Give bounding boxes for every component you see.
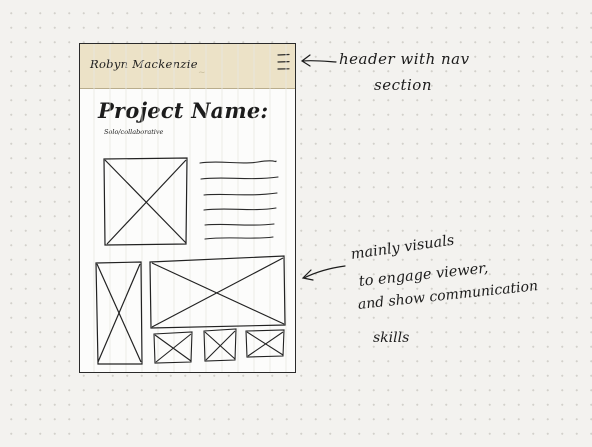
project-subtitle: Solo/collaborative (104, 128, 164, 136)
header-ghost-mark: ~ (198, 68, 206, 78)
header-note-line2: section (374, 76, 432, 94)
text-placeholder-lines (199, 160, 279, 240)
wide-image-placeholder (149, 255, 286, 329)
project-title: Project Name: (98, 98, 269, 123)
main-note-line1: mainly visuals (349, 232, 456, 263)
hamburger-menu-icon[interactable] (277, 52, 291, 72)
author-name: Robyn Mackenzie (90, 57, 198, 71)
hero-image-placeholder (103, 157, 188, 246)
main-arrow-icon (301, 265, 346, 281)
header-arrow-icon (300, 54, 337, 67)
tall-image-placeholder (95, 261, 143, 365)
header-note-line1: header with nav (339, 50, 470, 68)
thumbnail-placeholders (153, 328, 285, 364)
header-section: Robyn Mackenzie ~ (80, 44, 295, 89)
phone-wireframe: Robyn Mackenzie ~ Project Name: Solo/col… (79, 43, 296, 373)
main-note-line4: skills (373, 330, 410, 346)
